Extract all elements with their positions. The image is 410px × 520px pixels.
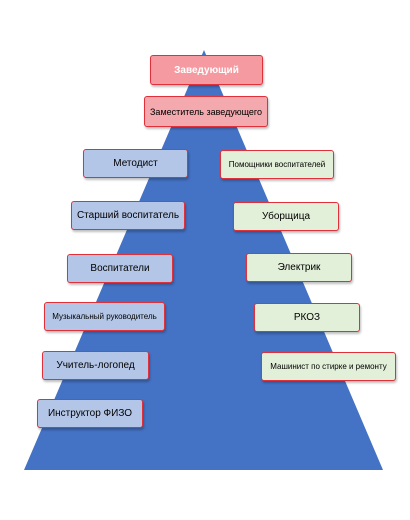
laundry-machinist-box: Машинист по стирке и ремонту bbox=[261, 352, 396, 381]
rkoz-box: РКОЗ bbox=[254, 303, 360, 332]
senior-teacher-box: Старший воспитатель bbox=[71, 201, 185, 230]
deputy-box: Заместитель заведующего bbox=[144, 96, 268, 127]
teachers-box: Воспитатели bbox=[67, 254, 173, 283]
music-director-box: Музыкальный руководитель bbox=[44, 302, 165, 331]
speech-therapist-box: Учитель-логопед bbox=[42, 351, 149, 380]
cleaner-box: Уборщица bbox=[233, 202, 339, 231]
pe-instructor-box: Инструктор ФИЗО bbox=[37, 399, 143, 428]
head-box: Заведующий bbox=[150, 55, 263, 85]
electrician-box: Электрик bbox=[246, 253, 352, 282]
methodist-box: Методист bbox=[83, 149, 188, 178]
teacher-assistants-box: Помощники воспитателей bbox=[220, 150, 334, 179]
